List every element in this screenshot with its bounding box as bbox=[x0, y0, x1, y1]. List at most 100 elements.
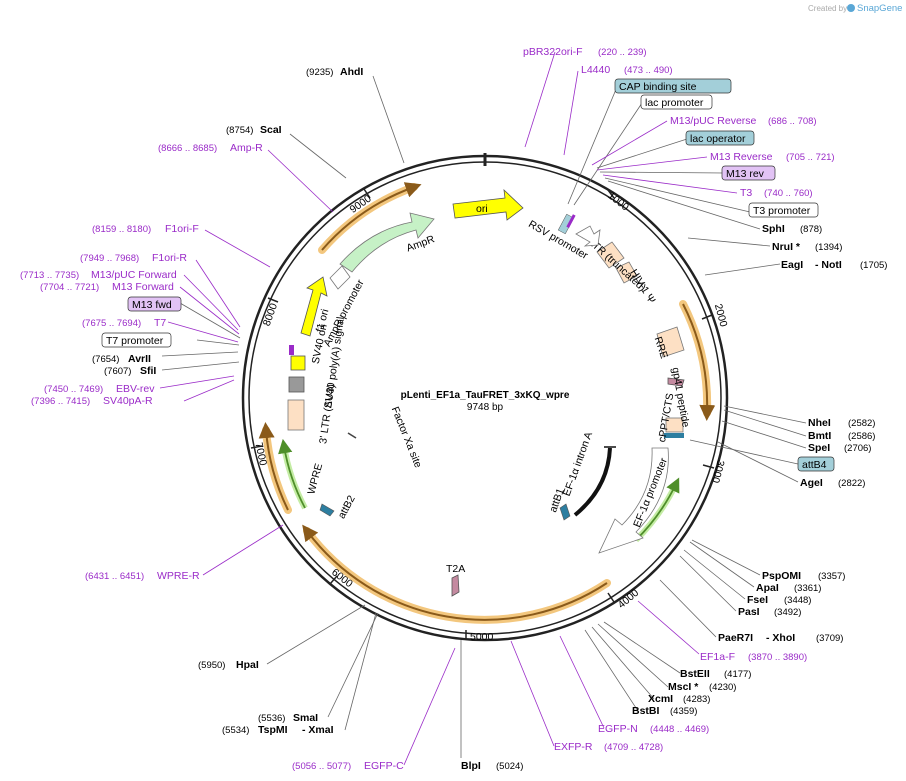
rsv-promoter-feature bbox=[575, 225, 601, 247]
primer-labels: (8666 .. 8685) Amp-R (8159 .. 8180) F1or… bbox=[20, 46, 835, 772]
cppt-feature bbox=[665, 417, 684, 433]
ltr3-label: 3' LTR (ΔU3) bbox=[317, 383, 337, 444]
lac-promoter-label: lac promoter bbox=[645, 97, 704, 109]
site-nhei-pos: (2582) bbox=[848, 418, 875, 429]
primer-egfp-n-name: EGFP-N bbox=[598, 723, 638, 735]
site-hpai-name: HpaI bbox=[236, 659, 259, 671]
tick-5000: 5000 bbox=[470, 631, 494, 643]
site-tspmi-name: TspMI bbox=[258, 724, 288, 736]
attb4-label: attB4 bbox=[802, 459, 827, 471]
plasmid-name: pLenti_EF1a_TauFRET_3xKQ_wpre bbox=[401, 390, 570, 401]
primer-ef1a-f-range: (3870 .. 3890) bbox=[748, 652, 807, 663]
t2a-feature bbox=[451, 574, 460, 597]
ltr5-feature bbox=[596, 241, 625, 269]
t3-promoter-label: T3 promoter bbox=[753, 205, 811, 217]
primer-ef1a-f-name: EF1a-F bbox=[700, 651, 735, 663]
primer-exfp-r-range: (4709 .. 4728) bbox=[604, 742, 663, 753]
orf-arrow-right bbox=[682, 303, 716, 421]
primer-f1ori-r-range: (7949 .. 7968) bbox=[80, 253, 139, 264]
primer-wpre-r-range: (6431 .. 6451) bbox=[85, 571, 144, 582]
snapgene-branding: Created by SnapGene bbox=[808, 3, 902, 14]
sv40-polya-feature bbox=[288, 376, 305, 393]
site-pspomi-pos: (3357) bbox=[818, 571, 845, 582]
ef1a-intron-feature bbox=[573, 447, 612, 517]
primer-ebv-rev-range: (7450 .. 7469) bbox=[44, 384, 103, 395]
site-sfii-name: SfiI bbox=[140, 365, 156, 377]
created-by-text: Created by bbox=[808, 4, 847, 13]
ampr-feature bbox=[339, 212, 435, 273]
t7-promoter-label: T7 promoter bbox=[106, 335, 164, 347]
ori-feature bbox=[452, 188, 524, 221]
primer-t7-range: (7675 .. 7694) bbox=[82, 318, 141, 329]
site-nrui-name: NruI * bbox=[772, 241, 801, 253]
ampr-promoter-feature bbox=[329, 265, 351, 290]
site-xcmi-pos: (4283) bbox=[683, 694, 710, 705]
site-avrii-name: AvrII bbox=[128, 353, 151, 365]
primer-egfp-c-range: (5056 .. 5077) bbox=[292, 761, 351, 772]
orf-highlights bbox=[258, 182, 716, 624]
site-apai-name: ApaI bbox=[756, 582, 779, 594]
primer-f1ori-f-name: F1ori-F bbox=[165, 223, 199, 235]
attb2-label: attB2 bbox=[336, 493, 358, 520]
site-spei-name: SpeI bbox=[808, 442, 830, 454]
ltr3-feature bbox=[287, 399, 305, 431]
site-nhei-name: NheI bbox=[808, 417, 831, 429]
t2a-label: T2A bbox=[446, 563, 465, 575]
site-bstbi-pos: (4359) bbox=[670, 706, 697, 717]
site-fsei-name: FseI bbox=[747, 594, 768, 606]
site-blpi-name: BlpI bbox=[461, 760, 481, 772]
site-scai-name: ScaI bbox=[260, 124, 282, 136]
factor-xa-label: Factor Xa site bbox=[389, 405, 424, 470]
factor-xa-feature bbox=[347, 432, 357, 439]
site-tspmi-pos: (5534) bbox=[222, 725, 249, 736]
primer-t3-name: T3 bbox=[740, 187, 752, 199]
site-agei-pos: (2822) bbox=[838, 478, 865, 489]
site-bmti-pos: (2586) bbox=[848, 431, 875, 442]
site-eagi-name: EagI bbox=[781, 259, 803, 271]
ampr-label: AmpR bbox=[405, 233, 437, 254]
ef1a-promoter-label: EF-1α promoter bbox=[631, 456, 670, 529]
site-ahdi-name: AhdI bbox=[340, 66, 363, 78]
cap-binding-site-label: CAP binding site bbox=[619, 81, 697, 93]
site-nrui-pos: (1394) bbox=[815, 242, 842, 253]
primer-f1ori-f-range: (8159 .. 8180) bbox=[92, 224, 151, 235]
plasmid-length: 9748 bp bbox=[467, 402, 504, 413]
site-fsei-pos: (3448) bbox=[784, 595, 811, 606]
site-xhoi-name: - XhoI bbox=[766, 632, 795, 644]
ori-label: ori bbox=[476, 203, 488, 215]
snapgene-logo-icon bbox=[847, 4, 855, 12]
primer-m13-fwd-range: (7704 .. 7721) bbox=[40, 282, 99, 293]
restriction-sites-right: SphI (878) NruI * (1394) EagI - NotI (17… bbox=[632, 223, 887, 717]
ef1a-promoter-feature bbox=[598, 447, 669, 554]
site-msci-name: MscI * bbox=[668, 681, 699, 693]
site-sfii-pos: (7607) bbox=[104, 366, 131, 377]
sv40-ori-feature bbox=[290, 355, 306, 371]
site-xmai-name: - XmaI bbox=[302, 724, 334, 736]
primer-m13puc-rev-name: M13/pUC Reverse bbox=[670, 115, 757, 127]
site-noti-name: - NotI bbox=[815, 259, 842, 271]
site-agei-name: AgeI bbox=[800, 477, 823, 489]
primer-m13-rev-name: M13 Reverse bbox=[710, 151, 773, 163]
rre-feature bbox=[656, 326, 685, 358]
primer-m13puc-rev-range: (686 .. 708) bbox=[768, 116, 817, 127]
f1-ori-label: f1 ori bbox=[314, 308, 332, 334]
restriction-sites-left: (9235) AhdI (8754) ScaI (7654) AvrII (76… bbox=[92, 66, 523, 772]
site-xcmi-name: XcmI bbox=[648, 693, 673, 705]
primer-amp-r-range: (8666 .. 8685) bbox=[158, 143, 217, 154]
orf-arrow-bottom bbox=[302, 524, 608, 621]
site-ahdi-pos: (9235) bbox=[306, 67, 333, 78]
primer-t3-range: (740 .. 760) bbox=[764, 188, 813, 199]
primer-f1ori-r-name: F1ori-R bbox=[152, 252, 187, 264]
site-apai-pos: (3361) bbox=[794, 583, 821, 594]
wpre-label: WPRE bbox=[305, 462, 325, 496]
primer-t7-name: T7 bbox=[154, 317, 166, 329]
primer-pbr322ori-f-name: pBR322ori-F bbox=[523, 46, 583, 58]
ef1a-intron-label: EF-1α intron A bbox=[561, 430, 595, 497]
primer-pbr322ori-f-range: (220 .. 239) bbox=[598, 47, 647, 58]
site-sphi-pos: (878) bbox=[800, 224, 822, 235]
attb4-feature bbox=[664, 433, 684, 438]
primer-sv40pa-r-range: (7396 .. 7415) bbox=[31, 396, 90, 407]
orf-arrow-top bbox=[321, 182, 422, 251]
orf-arrow-left bbox=[258, 422, 289, 511]
